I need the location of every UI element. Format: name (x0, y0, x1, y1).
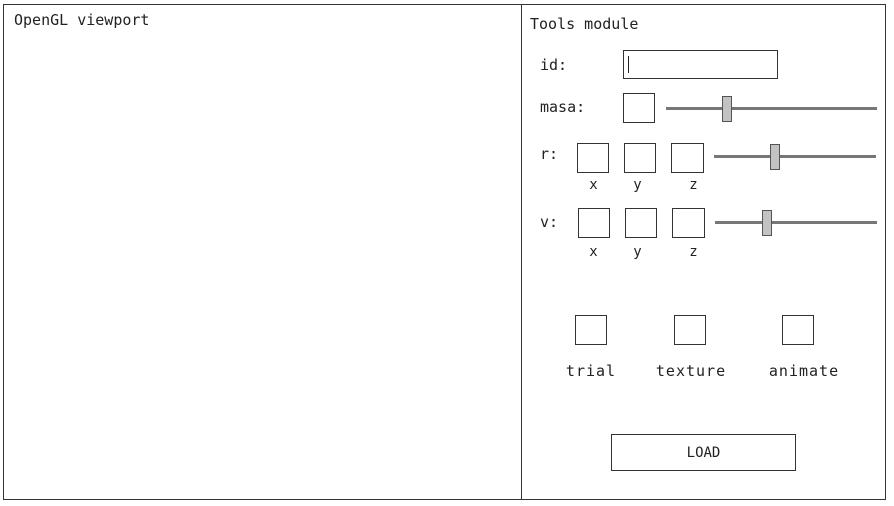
texture-checkbox-label: texture (655, 362, 727, 380)
v-y-input[interactable] (625, 208, 657, 238)
v-x-input[interactable] (578, 208, 610, 238)
v-x-axis-label: x (589, 244, 598, 260)
r-slider-track[interactable] (714, 155, 876, 158)
r-x-input[interactable] (577, 143, 609, 173)
masa-input[interactable] (623, 93, 655, 123)
viewport-label: OpenGL viewport (14, 11, 150, 29)
texture-checkbox[interactable] (674, 315, 706, 345)
masa-slider-thumb[interactable] (722, 96, 732, 122)
window-frame (3, 4, 886, 500)
r-x-axis-label: x (589, 177, 598, 193)
panel-title: Tools module (530, 15, 639, 33)
v-label: v: (540, 213, 559, 231)
masa-label: masa: (540, 98, 586, 116)
trial-checkbox-label: trial (565, 362, 617, 380)
r-z-input[interactable] (671, 143, 704, 173)
v-z-axis-label: z (689, 244, 698, 260)
v-slider-thumb[interactable] (762, 210, 772, 236)
opengl-viewport[interactable]: OpenGL viewport (3, 4, 522, 500)
masa-slider-track[interactable] (666, 107, 877, 110)
v-slider-track[interactable] (715, 221, 877, 224)
r-z-axis-label: z (689, 177, 698, 193)
r-y-input[interactable] (624, 143, 656, 173)
animate-checkbox-label: animate (768, 362, 840, 380)
id-label: id: (540, 56, 568, 74)
load-button[interactable]: LOAD (611, 434, 796, 471)
animate-checkbox[interactable] (782, 315, 814, 345)
r-y-axis-label: y (633, 177, 642, 193)
r-label: r: (540, 145, 559, 163)
trial-checkbox[interactable] (575, 315, 607, 345)
v-y-axis-label: y (633, 244, 642, 260)
text-caret (628, 56, 629, 73)
r-slider-thumb[interactable] (770, 144, 780, 170)
v-z-input[interactable] (672, 208, 705, 238)
id-input[interactable] (623, 50, 778, 79)
